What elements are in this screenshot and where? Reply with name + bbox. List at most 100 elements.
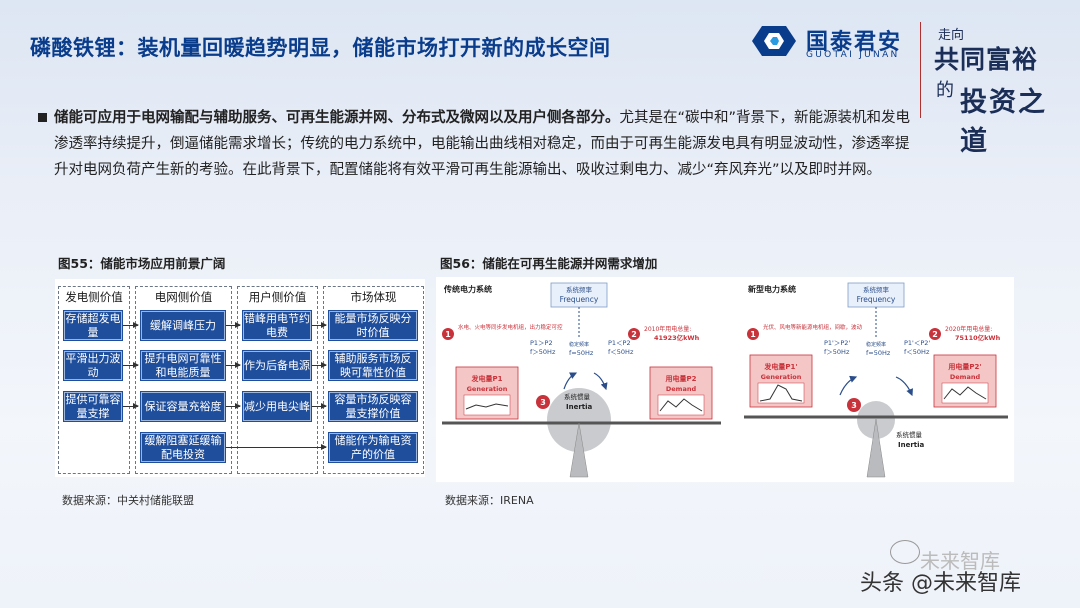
right-note-1: 光伏、风电等新能源电机组，间歇，波动 [763,323,863,331]
fig56-diagram: 传统电力系统 系统频率 Frequency 1 水电、火电等同步发电机组，出力稳… [436,277,1014,482]
market-box-1: 能量市场反映分时价值 [328,310,418,341]
right-gen-en: Generation [761,373,802,381]
market-box-2: 辅助服务市场反映可靠性价值 [328,350,418,381]
bullet-lead: 储能可应用于电网输配与辅助服务、可再生能源并网、分布式及微网以及用户侧各部分。 [54,110,620,126]
left-arrow-icon [593,372,608,391]
left-marker-1 [442,328,454,340]
left-gen-cn: 发电量P1 [470,374,502,383]
market-box-3: 容量市场反映容量支撑价值 [328,391,418,422]
left-note-2a: 2010年用电总量: [644,325,691,333]
bullet-text: 储能可应用于电网输配与辅助服务、可再生能源并网、分布式及微网以及用户侧各部分。尤… [38,105,918,183]
left-marker-1-text: 1 [445,330,451,339]
grid-box-2: 提升电网可靠性和电能质量 [140,350,226,381]
right-marker-2 [929,328,941,340]
right-fulcrum [866,418,886,478]
left-marker-3-text: 3 [540,398,546,407]
column-grid [135,286,232,474]
left-inertia-en: Inertia [566,403,593,411]
right-note-2a: 2020年用电总量: [945,325,992,333]
arrow-connector [123,322,139,328]
left-marker-2-text: 2 [631,330,637,339]
right-gen-cn: 发电量P1' [763,362,797,371]
left-gen-curve [465,403,509,410]
market-box-4: 储能作为输电资产的价值 [328,432,418,463]
right-marker-1-text: 1 [750,330,756,339]
arrow-connector [312,403,327,409]
left-gen-en: Generation [467,385,508,393]
column-header-generation: 发电侧价值 [65,290,123,304]
right-gen-curve [759,384,803,402]
right-freq-cn: 系统频率 [863,285,890,294]
bullet-square-icon [38,113,47,122]
left-marker-2 [628,328,640,340]
slogan-line-2: 共同富裕 [934,45,1039,74]
column-market [323,286,424,474]
header-divider [920,22,921,118]
gen-box-1: 存储超发电量 [63,310,123,341]
slogan-line-3: 的 [936,80,954,101]
left-stable-f: f=50Hz [569,349,594,357]
left-freq-en: Frequency [560,295,599,304]
column-header-user: 用户侧价值 [248,290,307,304]
arrow-connector [226,403,241,409]
right-panel: 新型电力系统 系统频率 Frequency 1 光伏、风电等新能源电机组，间歇，… [744,282,1008,478]
left-note-2b: 41923亿kWh [654,333,700,342]
arrow-connector [312,322,327,328]
right-arrow-icon [895,376,913,397]
right-inertia-cn: 系统惯量 [896,430,923,439]
right-dem-en: Demand [950,373,981,381]
arrow-connector [226,322,241,328]
left-fulcrum [569,422,589,478]
left-system-title: 传统电力系统 [443,284,492,294]
fig55-source: 数据来源：中关村储能联盟 [62,494,194,507]
right-system-title: 新型电力系统 [748,284,796,294]
wechat-icon [890,540,920,564]
right-inertia-en: Inertia [898,441,925,449]
left-dem-en: Demand [666,385,697,393]
right-stable-f: f=50Hz [866,349,891,357]
right-cond-a: P1'＞P2' [824,339,850,347]
right-marker-3 [847,398,861,412]
slogan-line-1: 走向 [938,28,965,43]
left-dem-curve [659,398,703,412]
user-box-3: 减少用电尖峰 [242,391,312,422]
left-stable: 稳定频率 [569,341,589,348]
right-cond-c: P1'＜P2' [904,339,930,347]
left-dem-graph [657,394,705,416]
grid-box-1: 缓解调峰压力 [140,310,226,341]
left-gen-graph [463,394,511,416]
user-box-2: 作为后备电源 [242,350,312,381]
fig56-source: 数据来源：IRENA [445,494,534,507]
left-inertia-cn: 系统惯量 [564,392,591,401]
left-cond-d: f＜50Hz [608,348,634,356]
left-panel: 传统电力系统 系统频率 Frequency 1 水电、火电等同步发电机组，出力稳… [442,282,721,478]
left-cond-c: P1＜P2 [608,339,631,347]
bullet-paragraph: 储能可应用于电网输配与辅助服务、可再生能源并网、分布式及微网以及用户侧各部分。尤… [38,105,918,183]
fig56-label: 图56：储能在可再生能源并网需求增加 [440,256,658,271]
column-header-grid: 电网侧价值 [154,290,213,304]
left-freq-cn: 系统频率 [566,285,593,294]
right-marker-1 [747,328,759,340]
left-marker-3 [536,395,550,409]
right-cond-b: f＞50Hz [824,348,850,356]
column-generation [58,286,130,474]
arrow-connector [123,362,139,368]
arrow-connector [226,362,241,368]
right-dem-cn: 用电量P2' [948,362,981,371]
watermark-faint: 未来智库 [920,549,1000,573]
arrow-connector [312,362,327,368]
bullet-rest: 尤其是在“碳中和”背景下，新能源装机和发电渗透率持续提升，倒逼储能需求增长；传统… [54,110,911,178]
left-inertia-disk [547,388,611,452]
guotai-junan-logo-icon [752,26,796,56]
left-dem-cn: 用电量P2 [665,374,696,383]
right-cond-d: f＜50Hz [904,348,930,356]
grid-box-4: 缓解阻塞延缓输配电投资 [140,432,226,463]
fig56-svg: 传统电力系统 系统频率 Frequency 1 水电、火电等同步发电机组，出力稳… [442,282,1008,478]
logo-english-name: GUOTAI JUNAN [806,50,900,60]
grid-box-3: 保证容量充裕度 [140,391,226,422]
right-dem-graph [941,382,989,404]
right-arrow-icon [839,375,858,396]
right-gen-graph [757,382,805,404]
column-header-market: 市场体现 [350,290,397,304]
user-box-1: 错峰用电节约电费 [242,310,312,341]
